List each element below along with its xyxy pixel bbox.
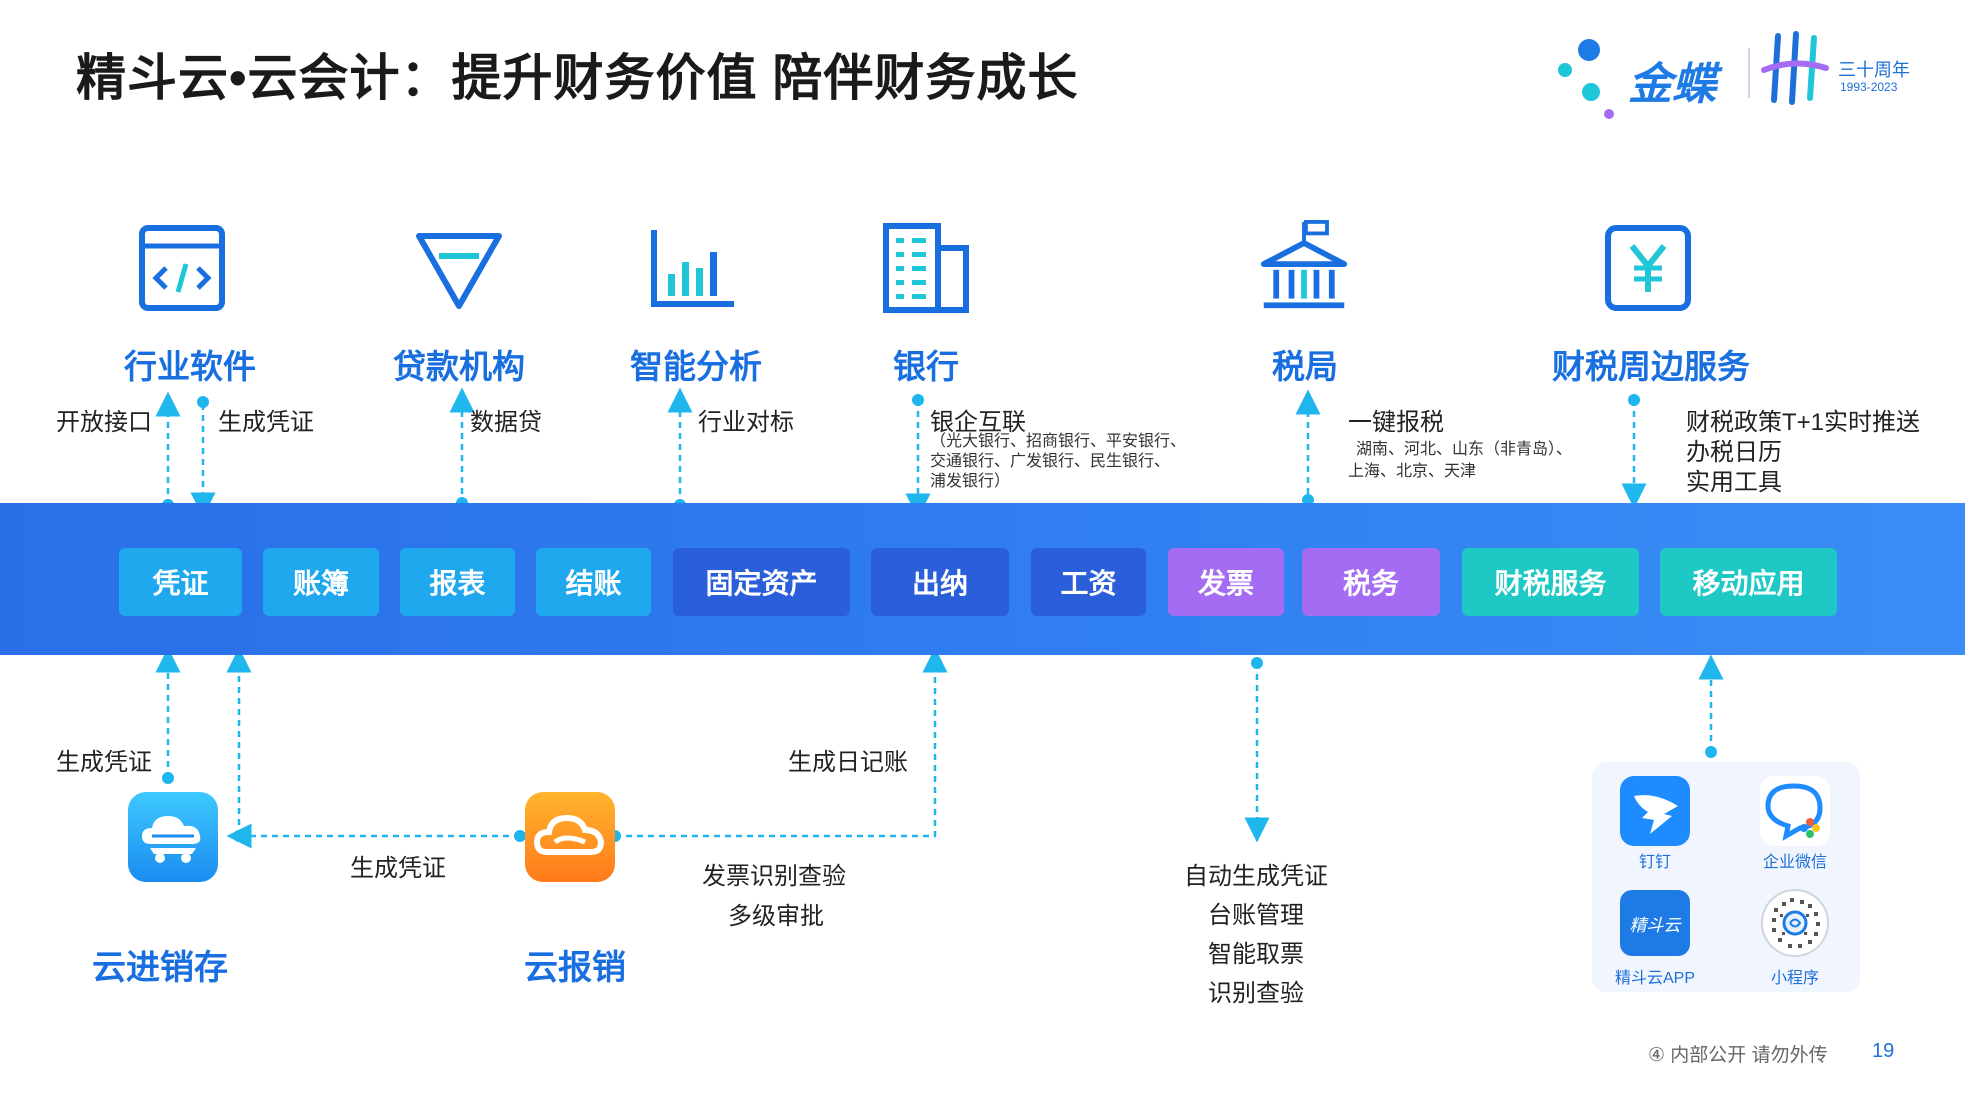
- module-fixed-assets[interactable]: 固定资产: [673, 548, 850, 616]
- anniversary-text: 三十周年: [1838, 60, 1910, 80]
- service-line-tax-calendar: 办税日历: [1686, 439, 1782, 466]
- app-label-cloud-expense: 云报销: [524, 949, 626, 987]
- footer-confidential-note: ④ 内部公开 请勿外传: [1648, 1045, 1828, 1066]
- mobile-app-label-dingtalk: 钉钉: [1638, 854, 1671, 871]
- kingdee-logo-icon: [1558, 39, 1614, 119]
- category-label-tax-bureau: 税局: [1272, 348, 1338, 385]
- flow-label-one-click-tax: 一键报税: [1348, 409, 1444, 436]
- logo-brand-text: 金蝶: [1628, 60, 1716, 109]
- category-label-tax-services: 财税周边服务: [1552, 348, 1750, 385]
- jdy-app-icon[interactable]: 精斗云: [1620, 890, 1690, 956]
- invoice-feature-fetch: 智能取票: [1208, 941, 1304, 968]
- flow-label-data-loan: 数据贷: [470, 409, 542, 436]
- tax-region-line-2: 上海、北京、天津: [1348, 463, 1477, 480]
- diamond-icon: [416, 233, 502, 309]
- mini-program-qr-icon[interactable]: [1760, 888, 1830, 958]
- anniversary-years: 1993-2023: [1840, 80, 1898, 94]
- flow-label-industry-benchmark: 行业对标: [698, 409, 794, 436]
- expense-feature-approval: 多级审批: [728, 903, 824, 930]
- flow-label-generate-voucher: 生成凭证: [218, 409, 314, 436]
- cloud-expense-icon[interactable]: [525, 792, 615, 882]
- module-cashier[interactable]: 出纳: [871, 548, 1009, 616]
- module-voucher[interactable]: 凭证: [119, 548, 242, 616]
- flow-label-inventory-voucher: 生成凭证: [56, 749, 152, 776]
- page-title: 精斗云•云会计：提升财务价值 陪伴财务成长: [76, 50, 1079, 106]
- anniversary-mark-icon: [1761, 31, 1829, 105]
- category-label-industry-software: 行业软件: [124, 348, 256, 385]
- flow-label-expense-voucher: 生成凭证: [350, 855, 446, 882]
- module-invoice[interactable]: 发票: [1168, 548, 1284, 616]
- expense-feature-invoice-check: 发票识别查验: [702, 863, 846, 890]
- service-line-tools: 实用工具: [1686, 469, 1782, 496]
- invoice-feature-verify: 识别查验: [1208, 980, 1304, 1007]
- tax-region-line-1: 湖南、河北、山东（非青岛）、: [1356, 441, 1573, 458]
- invoice-feature-ledger: 台账管理: [1208, 902, 1304, 929]
- service-line-policy-push: 财税政策T+1实时推送: [1686, 409, 1921, 436]
- bank-list-line-1: （光大银行、招商银行、平安银行、: [930, 433, 1187, 450]
- module-mobile-app[interactable]: 移动应用: [1660, 548, 1837, 616]
- yen-icon: [1605, 225, 1691, 311]
- category-label-loan-institution: 贷款机构: [393, 348, 525, 385]
- flow-label-bank-interconnect: 银企互联: [930, 409, 1026, 436]
- cloud-inventory-icon[interactable]: [128, 792, 218, 882]
- building-icon: [883, 223, 969, 313]
- bank-list-line-3: 浦发银行）: [930, 473, 1011, 490]
- code-window-icon: [139, 225, 225, 311]
- government-building-icon: [1260, 220, 1348, 309]
- mobile-app-label-wecom: 企业微信: [1762, 854, 1827, 871]
- module-payroll[interactable]: 工资: [1031, 548, 1146, 616]
- page-number: 19: [1872, 1040, 1895, 1062]
- bank-list-line-2: 交通银行、广发银行、民生银行、: [930, 453, 1171, 470]
- mobile-app-label-mini-program: 小程序: [1770, 970, 1819, 987]
- module-tax-service[interactable]: 财税服务: [1462, 548, 1639, 616]
- category-label-smart-analysis: 智能分析: [630, 348, 762, 385]
- module-report[interactable]: 报表: [400, 548, 515, 616]
- module-tax[interactable]: 税务: [1302, 548, 1440, 616]
- wecom-icon[interactable]: [1760, 776, 1830, 846]
- flow-label-journal: 生成日记账: [788, 749, 908, 776]
- module-closing[interactable]: 结账: [536, 548, 651, 616]
- mobile-app-label-jdy: 精斗云APP: [1614, 970, 1696, 987]
- bar-chart-icon: [651, 230, 734, 307]
- dingtalk-icon[interactable]: [1620, 776, 1690, 846]
- flow-label-open-api: 开放接口: [56, 409, 152, 436]
- module-ledger[interactable]: 账簿: [263, 548, 379, 616]
- category-label-bank: 银行: [893, 348, 959, 385]
- logo-divider: [1748, 48, 1750, 98]
- app-label-cloud-inventory: 云进销存: [92, 949, 228, 987]
- invoice-feature-auto-voucher: 自动生成凭证: [1184, 863, 1328, 890]
